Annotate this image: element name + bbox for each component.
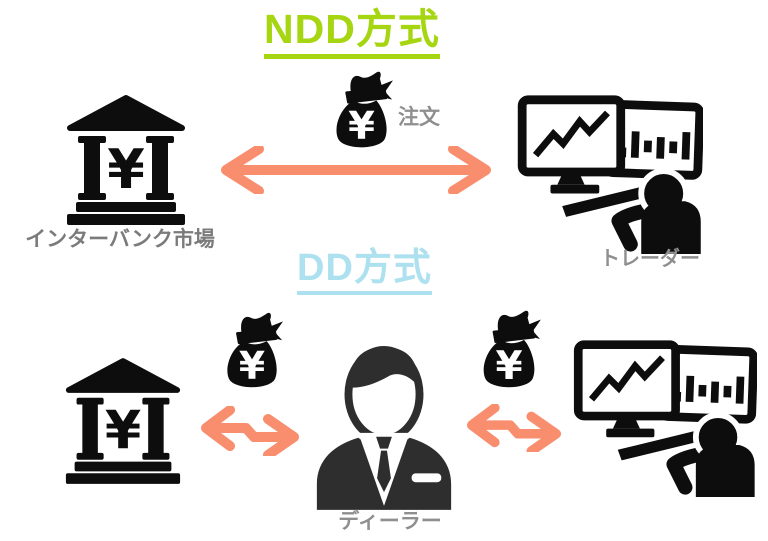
trader-icon (517, 95, 703, 254)
ndd-section-title: NDD方式 (264, 9, 440, 59)
trader-label: トレーダー (600, 248, 700, 270)
swap-arrow-icon (201, 406, 299, 456)
money-bag-icon: ¥ (227, 312, 283, 388)
yen-symbol: ¥ (105, 401, 141, 461)
yen-symbol: ¥ (107, 138, 145, 201)
yen-symbol: ¥ (239, 344, 265, 388)
bank-icon: ¥ (65, 358, 181, 484)
dealer-label: ディーラー (338, 510, 442, 533)
interbank-market-label: インターバンク市場 (25, 228, 215, 251)
order-flow-label: 注文 (398, 106, 440, 129)
yen-symbol: ¥ (348, 104, 375, 149)
money-bag-icon: ¥ (336, 71, 393, 149)
money-bag-icon: ¥ (483, 310, 541, 389)
double-arrow-icon (221, 146, 491, 194)
yen-symbol: ¥ (495, 344, 522, 389)
dd-section-title: DD方式 (297, 249, 432, 295)
trader-icon (573, 340, 757, 497)
swap-arrow-icon (466, 404, 562, 452)
dealer-icon (316, 345, 452, 510)
bank-icon: ¥ (67, 95, 185, 225)
